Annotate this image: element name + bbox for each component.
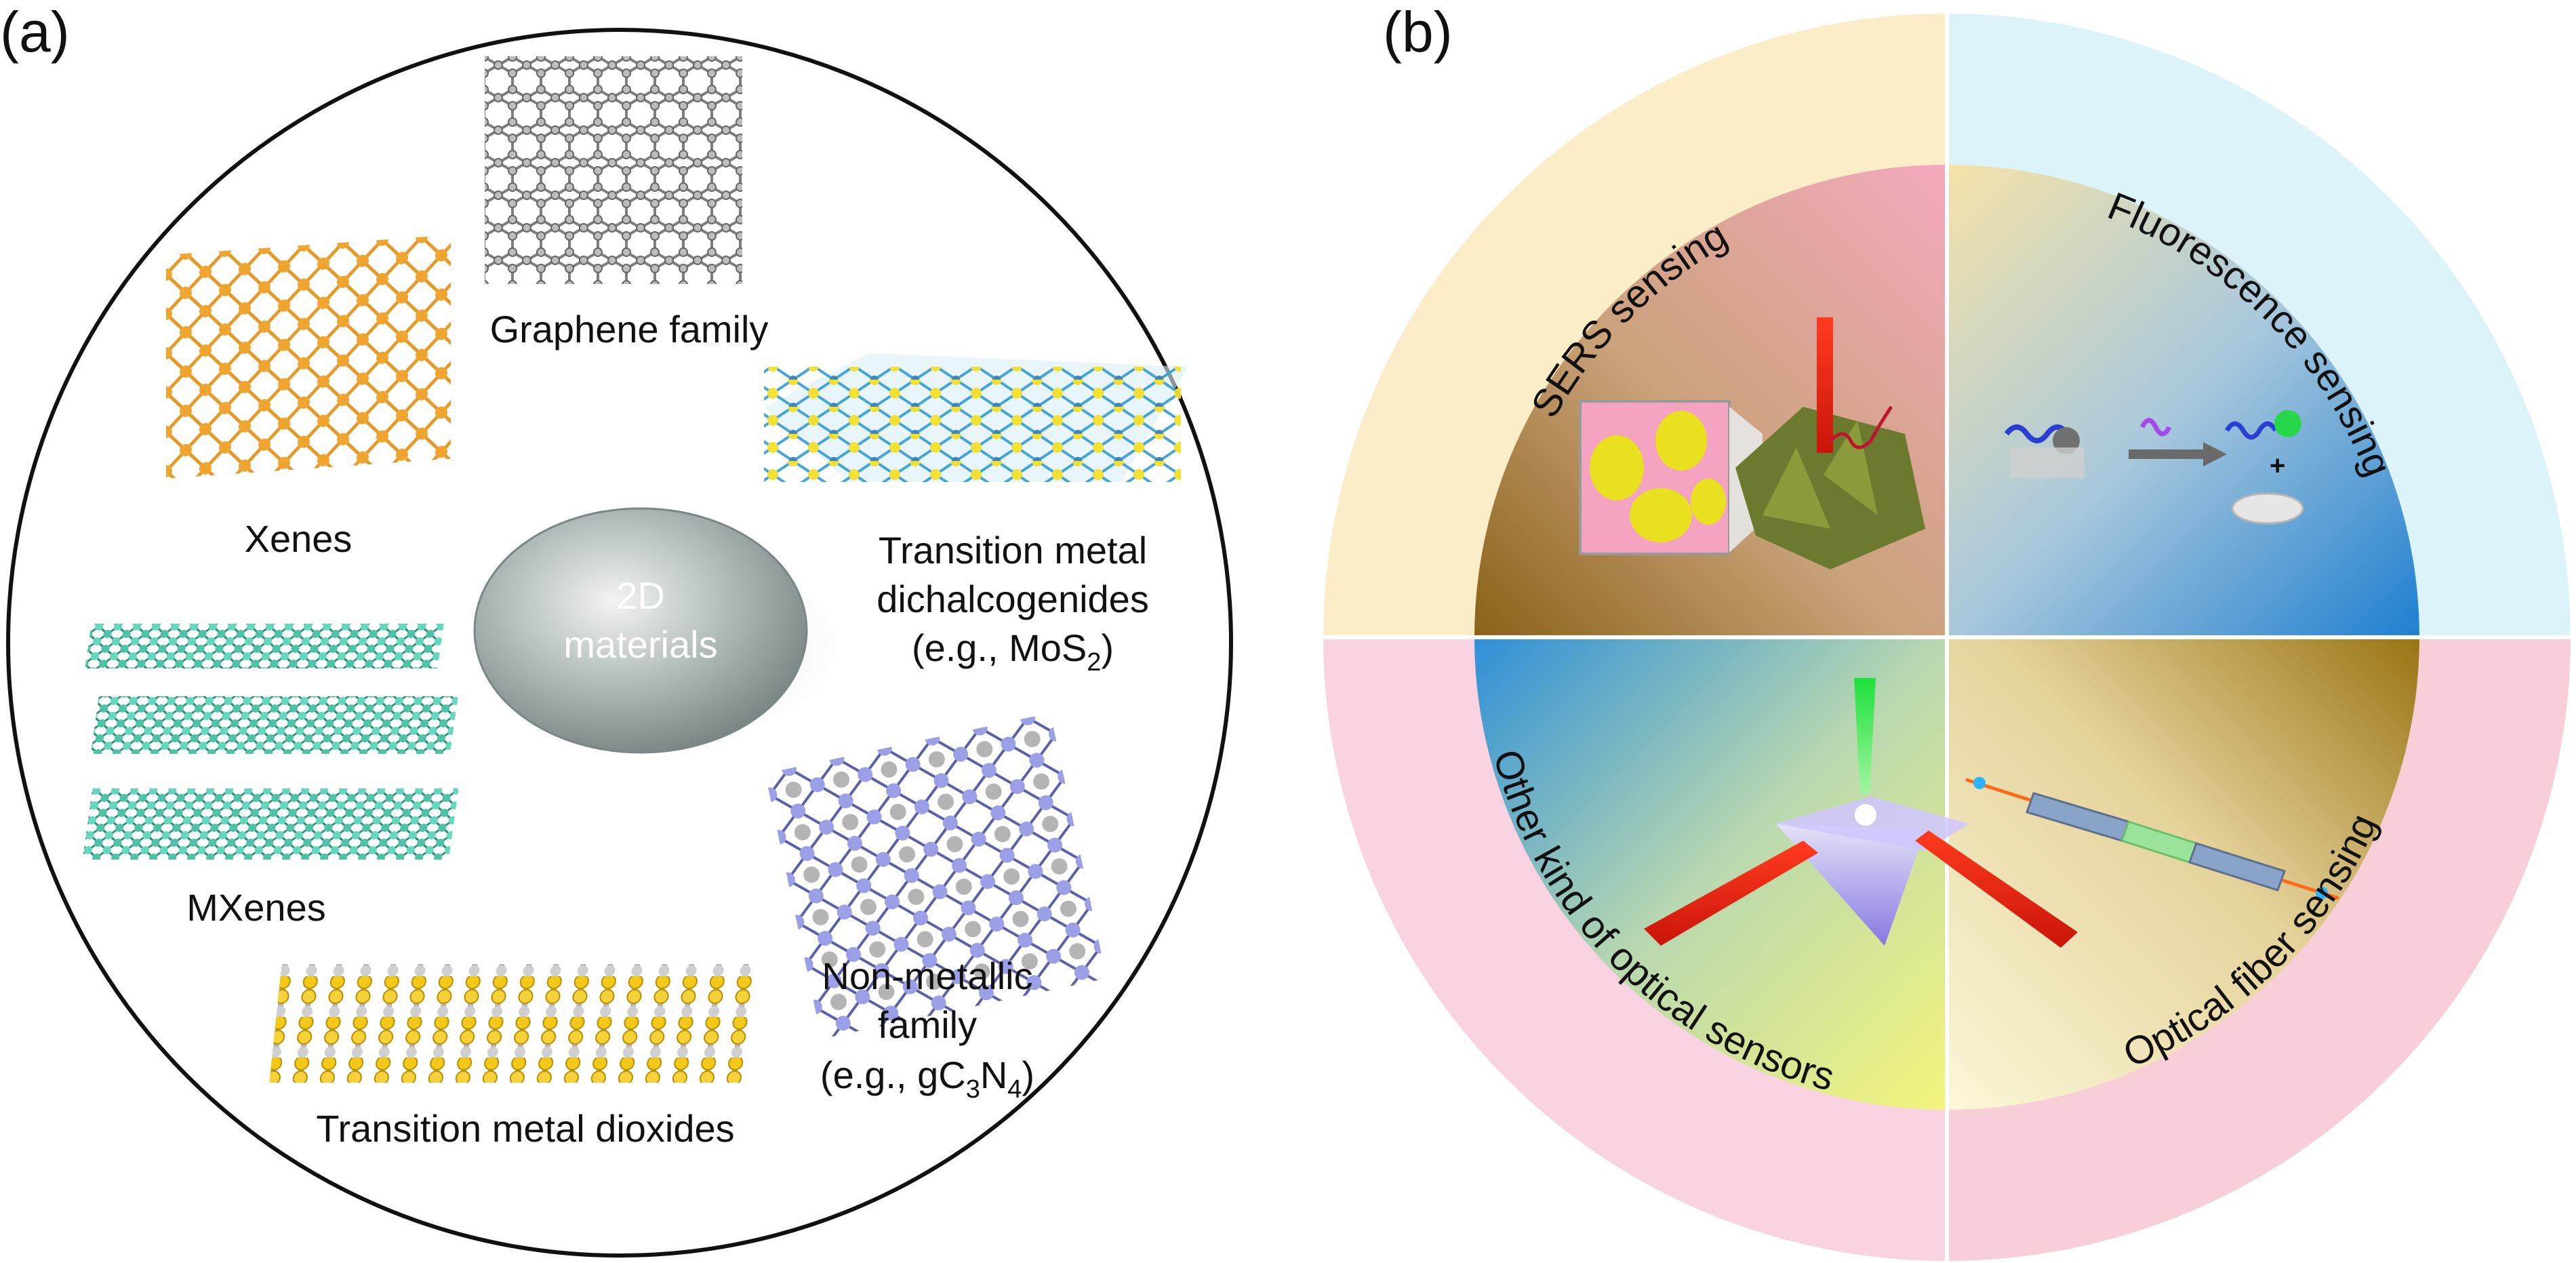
panel-a: (a) Graphene family Xenes Transition met… xyxy=(0,0,1233,1258)
optical-fiber-illustration xyxy=(1965,777,2339,900)
xenes-structure xyxy=(166,235,451,479)
panel-a-letter: (a) xyxy=(0,0,70,64)
sers-laser xyxy=(1817,317,1833,453)
mxenes-structure xyxy=(82,624,459,860)
graphene-label: Graphene family xyxy=(490,308,769,350)
nonmetallic-label-line1: Non-metallic xyxy=(822,955,1032,997)
panel-b-letter: (b) xyxy=(1383,0,1453,64)
nonmetallic-structure xyxy=(765,713,1107,1039)
center-2d-materials: 2D materials xyxy=(464,507,871,759)
nonmetallic-label-line2: family xyxy=(878,1003,977,1046)
center-label-line1: 2D xyxy=(616,574,665,617)
mxenes-label: MXenes xyxy=(186,886,325,929)
tmd-label-line3: (e.g., MoS2) xyxy=(912,626,1114,677)
xenes-label: Xenes xyxy=(245,517,353,560)
fluorescence-plus: + xyxy=(2270,451,2285,481)
graphene-structure xyxy=(485,56,742,284)
nonmetallic-label-line3: (e.g., gC3N4) xyxy=(820,1054,1034,1104)
tmo-structure xyxy=(269,964,757,1083)
panel-b: (b) xyxy=(1323,0,2571,1261)
center-label-line2: materials xyxy=(563,623,717,666)
tmo-label: Transition metal dioxides xyxy=(316,1107,734,1150)
tmd-label-line2: dichalcogenides xyxy=(877,578,1149,620)
tmd-label-line1: Transition metal xyxy=(879,529,1147,572)
other-sensor-illustration xyxy=(1644,678,2078,948)
sers-illustration xyxy=(1579,317,1925,569)
fluorescence-illustration: + xyxy=(2004,410,2304,525)
tmd-structure xyxy=(764,353,1188,482)
